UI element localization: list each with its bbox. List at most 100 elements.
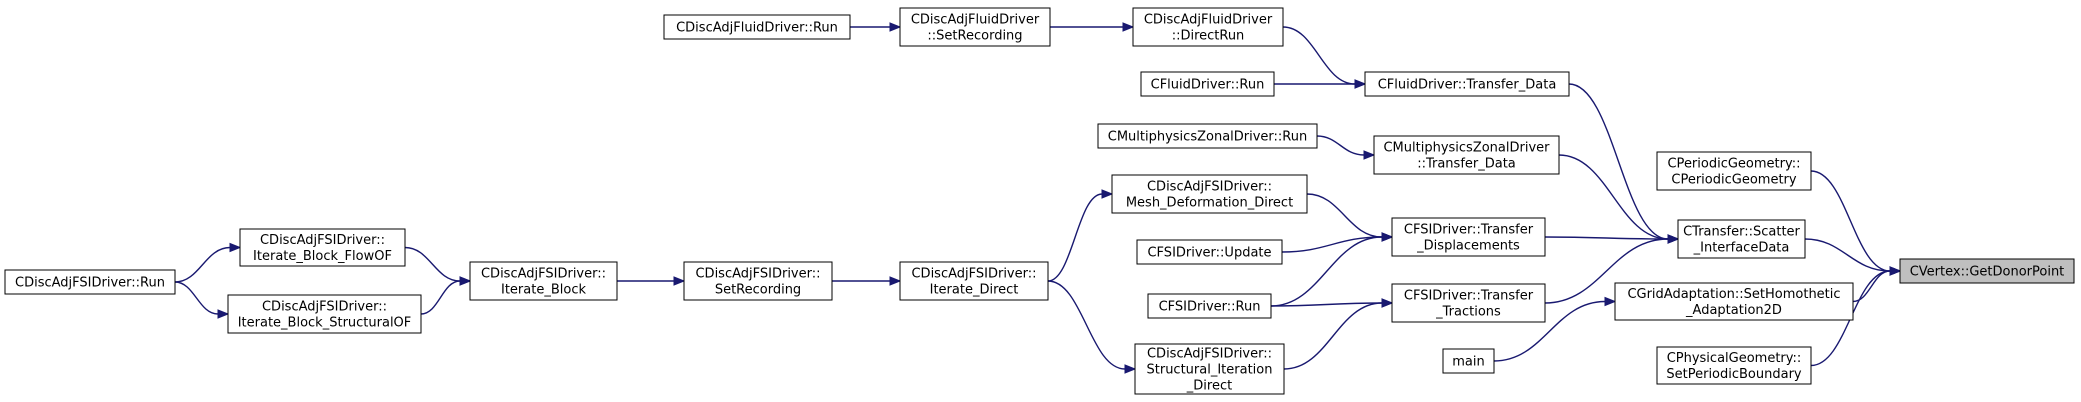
node-iterate-flowof[interactable]: CDiscAdjFSIDriver::Iterate_Block_FlowOF <box>239 228 406 267</box>
edge-fsi-setrecording-to-iterate-direct <box>832 276 902 286</box>
node-label-line: CVertex::GetDonorPoint <box>1910 265 2065 280</box>
node-box <box>1140 71 1275 97</box>
edge-iterate-block-to-fsi-setrecording <box>617 276 686 286</box>
node-box <box>1614 282 1854 321</box>
node-box <box>4 269 176 295</box>
node-box <box>1364 71 1570 97</box>
node-scatter-interface[interactable]: CTransfer::Scatter_InterfaceData <box>1677 219 1806 259</box>
node-set-periodic-boundary[interactable]: CPhysicalGeometry::SetPeriodicBoundary <box>1656 346 1812 385</box>
node-fsi-disc-run[interactable]: CDiscAdjFSIDriver::Run <box>4 269 176 295</box>
node-label-line: _Adaptation2D <box>1685 303 1782 318</box>
node-label-line: CFluidDriver::Transfer_Data <box>1378 78 1557 93</box>
node-fsi-transfer-tract[interactable]: CFSIDriver::Transfer_Tractions <box>1391 283 1546 323</box>
edge-periodic-geometry-to-get-donor-point <box>1810 170 1902 276</box>
edge-fsi-disc-run-to-iterate-structof <box>174 281 230 319</box>
node-label-line: Iterate_Direct <box>930 283 1019 298</box>
edge-disc-fluid-setrec-to-disc-fluid-directrun <box>1050 22 1135 32</box>
node-box <box>1147 293 1272 319</box>
edge-disc-fluid-directrun-to-fluid-transfer-data <box>1282 26 1367 89</box>
node-box <box>1391 217 1546 257</box>
node-multiphysics-transfer[interactable]: CMultiphysicsZonalDriver::Transfer_Data <box>1373 135 1560 175</box>
node-label-line: CFSIDriver::Run <box>1159 300 1261 315</box>
node-label-line: CFSIDriver::Update <box>1147 246 1271 261</box>
node-label-line: _Displacements <box>1416 239 1520 254</box>
node-label-line: CFluidDriver::Run <box>1151 78 1265 93</box>
edge-multiphysics-run-to-multiphysics-transfer <box>1316 135 1376 160</box>
node-label-line: ::Transfer_Data <box>1417 157 1516 172</box>
node-box <box>1132 7 1284 47</box>
node-label-line: Iterate_Block_FlowOF <box>253 249 392 264</box>
node-iterate-block[interactable]: CDiscAdjFSIDriver::Iterate_Block <box>469 261 618 301</box>
node-box <box>1134 343 1285 395</box>
node-label-line: CTransfer::Scatter <box>1683 225 1800 240</box>
edge-disc-fluid-run-to-disc-fluid-setrec <box>850 22 902 32</box>
node-fluid-transfer-data[interactable]: CFluidDriver::Transfer_Data <box>1364 71 1570 97</box>
node-label-line: Iterate_Block <box>501 283 586 298</box>
node-label-line: CDiscAdjFSIDriver:: <box>481 267 606 282</box>
node-label-line: CDiscAdjFSIDriver::Run <box>15 276 165 291</box>
node-label-line: CDiscAdjFluidDriver::Run <box>676 21 838 36</box>
call-edges <box>174 22 1902 374</box>
node-periodic-geometry[interactable]: CPeriodicGeometry::CPeriodicGeometry <box>1656 151 1812 191</box>
node-disc-fluid-directrun[interactable]: CDiscAdjFluidDriver::DirectRun <box>1132 7 1284 47</box>
node-label-line: CMultiphysicsZonalDriver::Run <box>1108 130 1307 145</box>
node-label-line: Structural_Iteration <box>1147 363 1273 378</box>
node-label-line: ::DirectRun <box>1172 29 1245 44</box>
node-multiphysics-run[interactable]: CMultiphysicsZonalDriver::Run <box>1097 123 1318 149</box>
node-mesh-deform[interactable]: CDiscAdjFSIDriver::Mesh_Deformation_Dire… <box>1111 174 1308 214</box>
node-box <box>899 261 1049 301</box>
node-label-line: CPhysicalGeometry:: <box>1667 351 1802 366</box>
node-disc-fluid-run[interactable]: CDiscAdjFluidDriver::Run <box>663 14 851 40</box>
node-label-line: _Tractions <box>1435 305 1501 320</box>
node-label-line: CGridAdaptation::SetHomothetic <box>1627 287 1840 302</box>
node-box <box>239 228 406 267</box>
node-set-homothetic[interactable]: CGridAdaptation::SetHomothetic_Adaptatio… <box>1614 282 1854 321</box>
node-label-line: CMultiphysicsZonalDriver <box>1383 141 1550 156</box>
node-fsi-run[interactable]: CFSIDriver::Run <box>1147 293 1272 319</box>
node-label-line: Mesh_Deformation_Direct <box>1126 196 1293 211</box>
node-iterate-direct[interactable]: CDiscAdjFSIDriver::Iterate_Direct <box>899 261 1049 301</box>
edge-iterate-direct-to-mesh-deform <box>1047 189 1114 282</box>
node-get-donor-point[interactable]: CVertex::GetDonorPoint <box>1899 258 2075 284</box>
node-label-line: CDiscAdjFluidDriver <box>911 13 1040 28</box>
edge-fluid-run-to-fluid-transfer-data <box>1274 79 1367 89</box>
node-fsi-setrecording[interactable]: CDiscAdjFSIDriver::SetRecording <box>683 261 833 301</box>
node-fsi-transfer-disp[interactable]: CFSIDriver::Transfer_Displacements <box>1391 217 1546 257</box>
node-label-line: CDiscAdjFSIDriver:: <box>260 233 385 248</box>
node-box <box>899 7 1051 47</box>
node-structural-iter[interactable]: CDiscAdjFSIDriver::Structural_Iteration_… <box>1134 343 1285 395</box>
node-disc-fluid-setrec[interactable]: CDiscAdjFluidDriver::SetRecording <box>899 7 1051 47</box>
node-box <box>1656 151 1812 191</box>
edge-scatter-interface-to-get-donor-point <box>1804 238 1902 276</box>
node-label-line: SetRecording <box>715 283 801 298</box>
node-label-line: CFSIDriver::Transfer <box>1404 223 1534 238</box>
node-box <box>1111 174 1308 214</box>
edge-iterate-structof-to-iterate-block <box>420 276 472 315</box>
node-main[interactable]: main <box>1442 348 1495 374</box>
node-label-line: CDiscAdjFSIDriver:: <box>1147 347 1272 362</box>
node-fluid-run[interactable]: CFluidDriver::Run <box>1140 71 1275 97</box>
node-label-line: CPeriodicGeometry:: <box>1667 157 1800 172</box>
node-box <box>1373 135 1560 175</box>
edge-iterate-direct-to-structural-iter <box>1047 280 1137 374</box>
node-label-line: SetPeriodicBoundary <box>1666 367 1802 382</box>
node-box <box>1899 258 2075 284</box>
edge-main-to-set-homothetic <box>1493 296 1617 362</box>
node-box <box>1391 283 1546 323</box>
edge-fsi-transfer-tract-to-scatter-interface <box>1544 234 1680 304</box>
node-fsi-update[interactable]: CFSIDriver::Update <box>1136 239 1283 265</box>
node-label-line: _InterfaceData <box>1693 241 1790 256</box>
node-label-line: _Direct <box>1186 379 1232 394</box>
node-label-line: CDiscAdjFSIDriver:: <box>1147 180 1272 195</box>
node-iterate-structof[interactable]: CDiscAdjFSIDriver::Iterate_Block_Structu… <box>227 294 422 334</box>
node-label-line: CDiscAdjFluidDriver <box>1144 13 1273 28</box>
node-label-line: CDiscAdjFSIDriver:: <box>262 300 387 315</box>
edge-fsi-disc-run-to-iterate-flowof <box>174 242 242 283</box>
node-label-line: main <box>1452 355 1484 370</box>
edge-mesh-deform-to-fsi-transfer-disp <box>1306 193 1394 242</box>
edge-structural-iter-to-fsi-transfer-tract <box>1283 298 1394 370</box>
call-nodes: CVertex::GetDonorPoint CPeriodicGeometry:… <box>4 7 2075 395</box>
node-label-line: CDiscAdjFSIDriver:: <box>911 267 1036 282</box>
node-box <box>469 261 618 301</box>
